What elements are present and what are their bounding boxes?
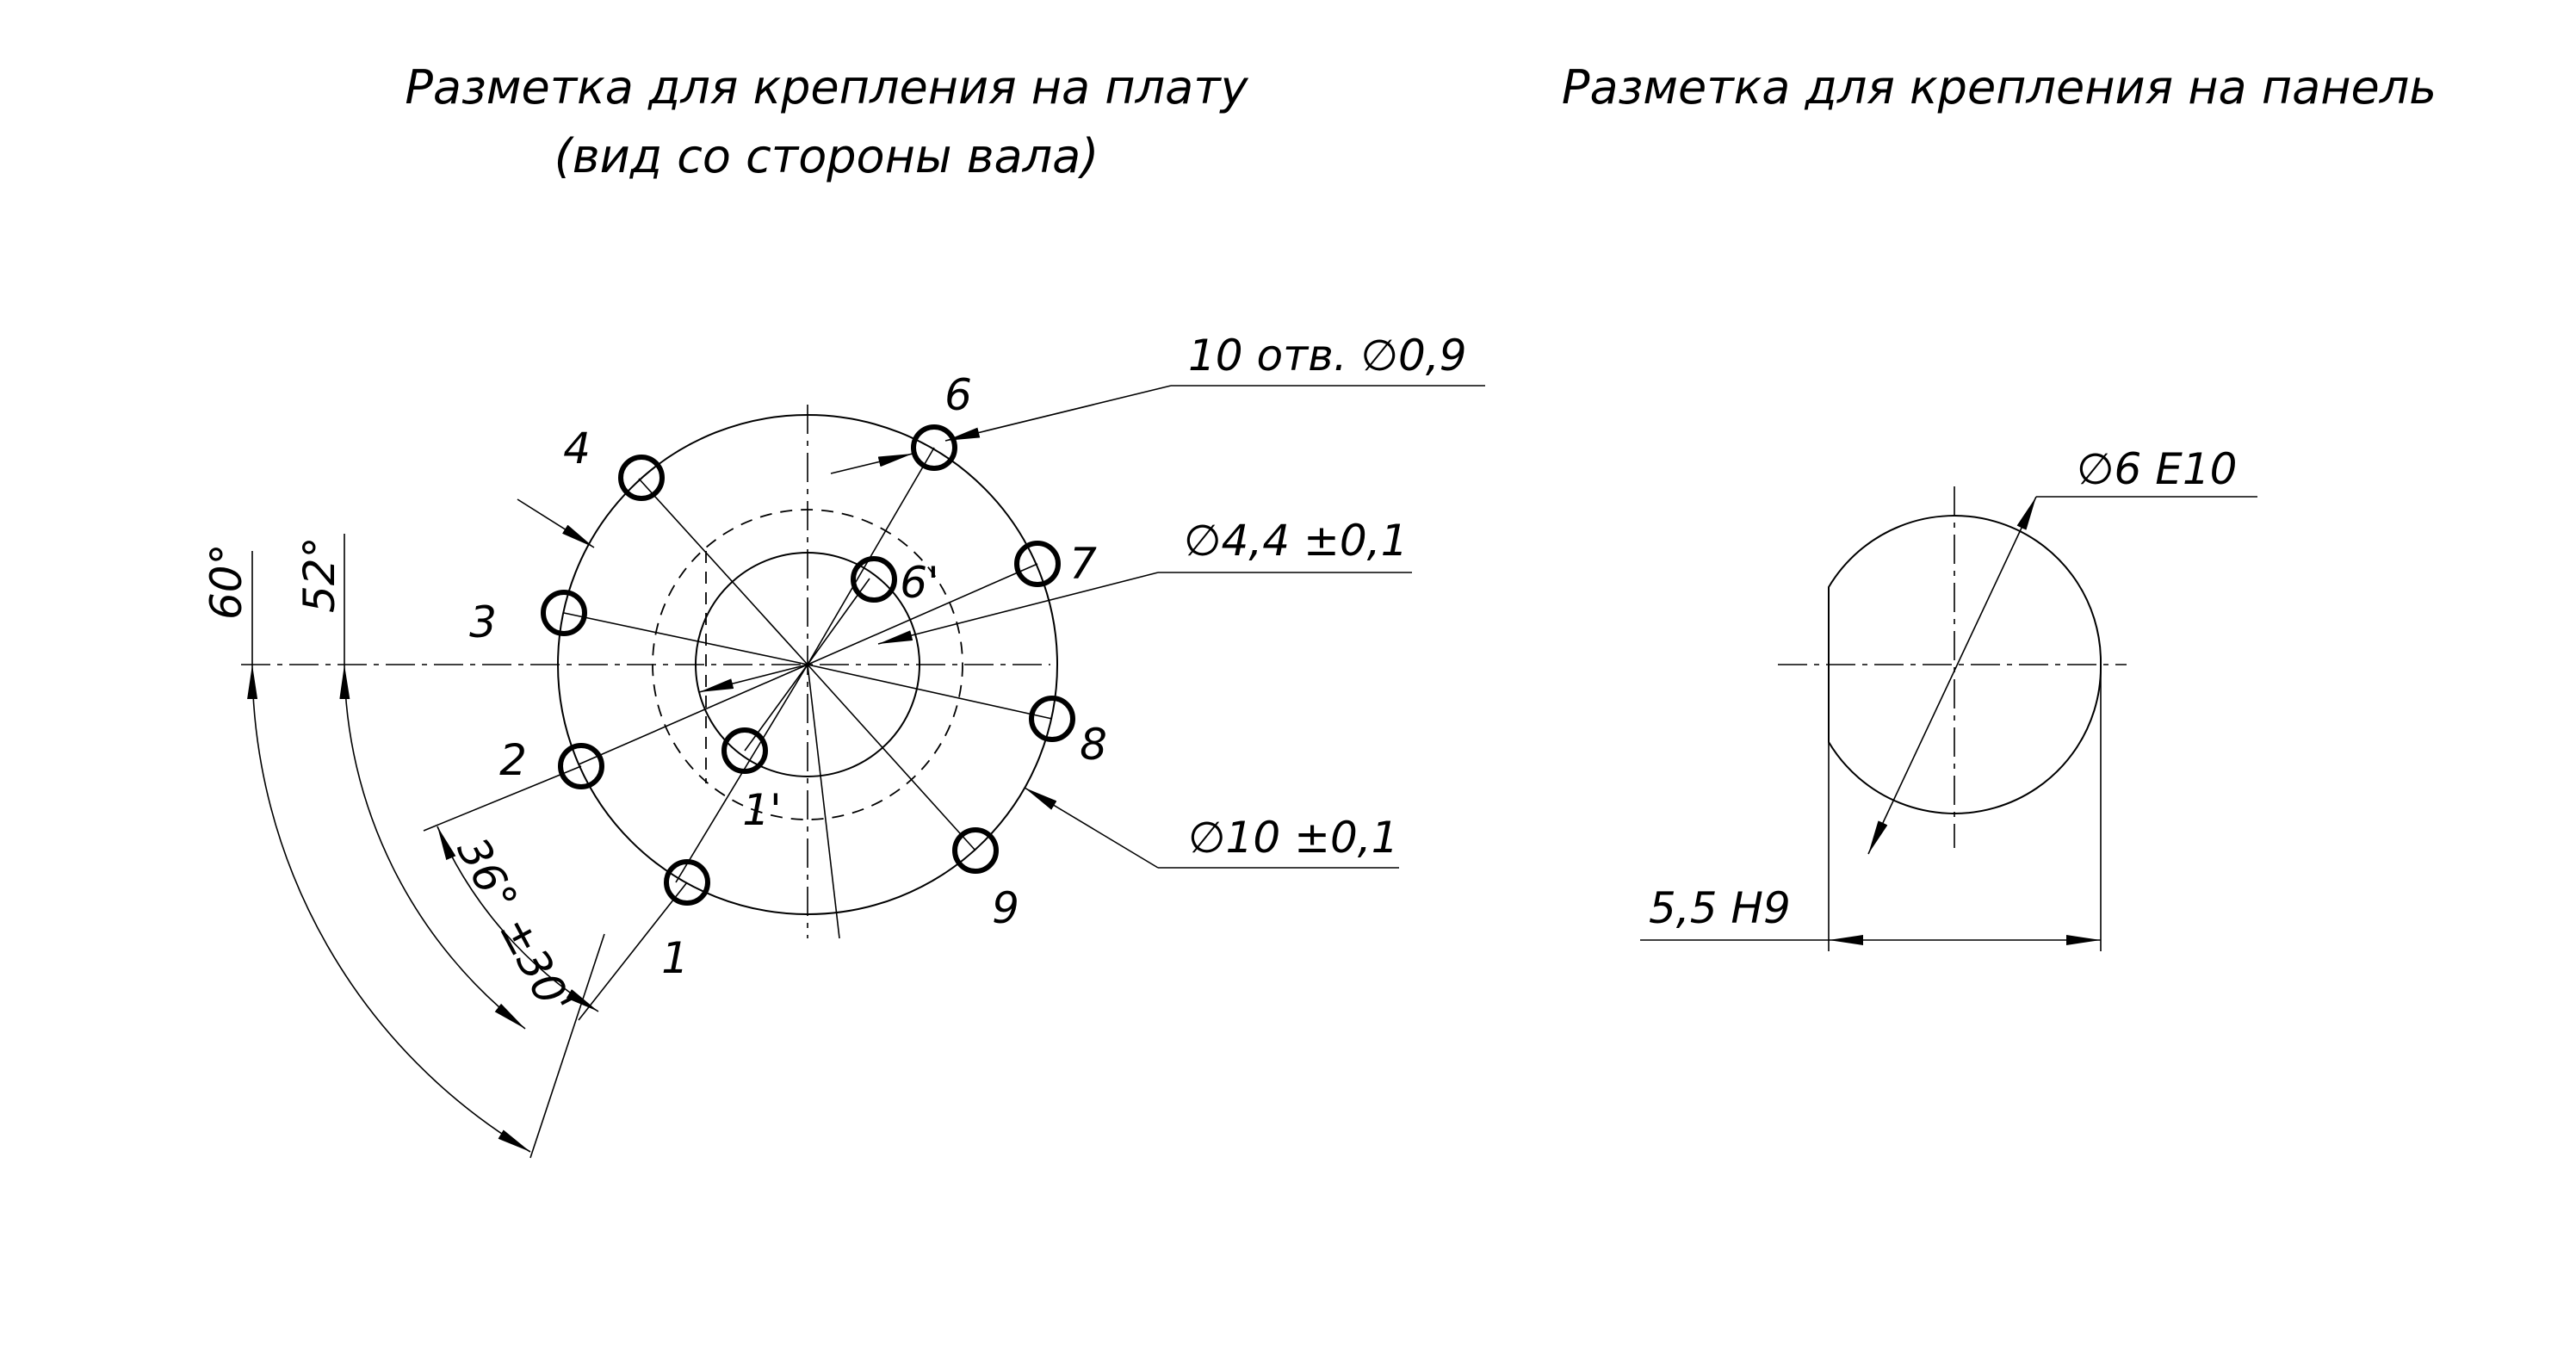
hole-7-label: 7 bbox=[1069, 539, 1097, 589]
radial-lines bbox=[563, 447, 1053, 939]
holes-callout-text: 10 отв. ∅0,9 bbox=[1188, 331, 1467, 381]
hole-2-label: 2 bbox=[499, 735, 527, 785]
hole-1-prime bbox=[721, 727, 768, 774]
inner-circle-d4-4 bbox=[695, 552, 920, 777]
board-view-title-line1: Разметка для крепления на плату bbox=[405, 60, 1248, 114]
angle-dimensions bbox=[247, 534, 688, 1159]
hole-6-prime-label: 6' bbox=[900, 558, 939, 608]
board-mounting-view: Разметка для крепления на плату (вид со … bbox=[201, 60, 1485, 1159]
hole-6 bbox=[911, 424, 957, 471]
outer-dia-leader bbox=[1024, 787, 1399, 869]
hole-3 bbox=[541, 590, 587, 636]
holes-callout-leader bbox=[517, 385, 1485, 548]
hole-4-label: 4 bbox=[563, 424, 591, 473]
hole-6-prime bbox=[851, 556, 897, 603]
board-view-title-line2: (вид со стороны вала) bbox=[554, 129, 1099, 183]
hole-6-label: 6 bbox=[944, 370, 972, 420]
hidden-circle bbox=[652, 509, 963, 820]
hole-3-label: 3 bbox=[469, 597, 497, 647]
hole-7 bbox=[1014, 541, 1061, 587]
inner-dia-text: ∅4,4 ±0,1 bbox=[1184, 516, 1408, 566]
mounting-holes bbox=[541, 424, 1075, 906]
hole-9-label: 9 bbox=[992, 883, 1019, 933]
inner-dia-leader bbox=[698, 572, 1412, 693]
hole-1 bbox=[664, 859, 710, 906]
hole-2 bbox=[558, 743, 604, 789]
outer-circle-d10 bbox=[557, 414, 1058, 915]
hole-1-label: 1 bbox=[661, 933, 689, 983]
hole-8-label: 8 bbox=[1080, 720, 1107, 770]
hole-1-prime-label: 1' bbox=[742, 785, 782, 835]
panel-dia-text: ∅6 E10 bbox=[2077, 444, 2237, 494]
panel-mounting-view: Разметка для крепления на панель ∅6 E10 … bbox=[1562, 60, 2437, 951]
angle-36-label: 36° ±30' bbox=[447, 829, 581, 1023]
panel-dia-line bbox=[1867, 496, 2037, 855]
panel-view-title: Разметка для крепления на панель bbox=[1562, 60, 2437, 114]
outer-dia-text: ∅10 ±0,1 bbox=[1188, 813, 1398, 863]
hole-4 bbox=[618, 455, 665, 501]
angle-52-label: 52° bbox=[294, 536, 344, 613]
angle-60-label: 60° bbox=[201, 543, 251, 620]
hole-8 bbox=[1029, 696, 1075, 742]
hole-9 bbox=[952, 827, 999, 874]
flat-width-text: 5,5 H9 bbox=[1649, 883, 1791, 933]
